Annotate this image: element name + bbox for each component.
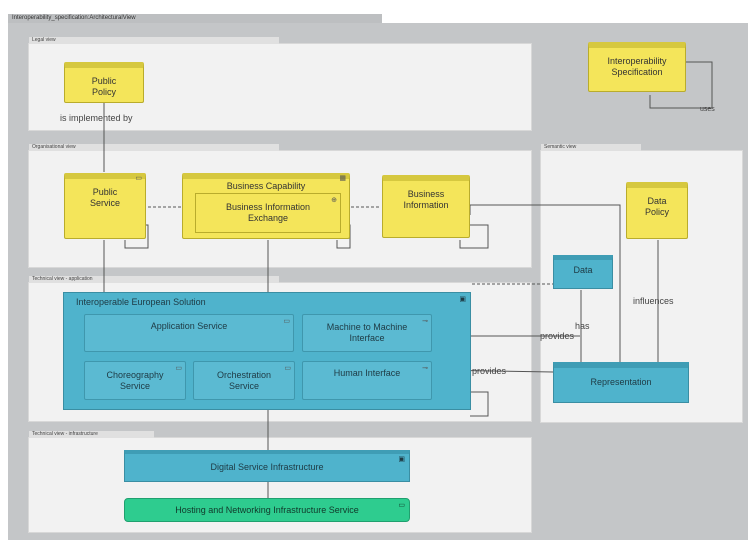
semantic-view-tab: Semantic view [541, 144, 641, 151]
node-icon: ▣ [398, 456, 405, 463]
public-policy-node[interactable]: Public Policy [64, 62, 144, 103]
public-service-node[interactable]: Public Service ▭ [64, 173, 146, 239]
is-implemented-by-label: is implemented by [60, 113, 133, 123]
organisational-view-tab: Organisational view [29, 144, 279, 151]
interface-icon: ⊸ [422, 318, 428, 325]
interoperability-specification-node[interactable]: Interoperability Specification [588, 42, 686, 92]
orchestration-service-node[interactable]: Orchestration Service ▭ [193, 361, 295, 400]
choreography-service-label: Choreography Service [106, 369, 164, 391]
business-capability-label: Business Capability [226, 181, 306, 191]
human-interface-icon: ⊸ [422, 365, 428, 372]
technical-application-view-tab: Technical view - application [29, 276, 279, 283]
window-title-tab[interactable]: Interoperability_specification:Architect… [8, 14, 382, 23]
self-relation-line [459, 224, 489, 249]
data-policy-node[interactable]: Data Policy [626, 182, 688, 239]
hosting-networking-service-label: Hosting and Networking Infrastructure Se… [175, 505, 359, 515]
business-information-exchange-label: Business Information Exchange [225, 202, 311, 223]
human-interface-label: Human Interface [333, 368, 401, 378]
service-icon: ▭ [135, 175, 142, 182]
machine-to-machine-interface-node[interactable]: Machine to Machine Interface ⊸ [302, 314, 432, 352]
influences-label: influences [633, 296, 674, 306]
data-node[interactable]: Data [553, 255, 613, 289]
human-interface-node[interactable]: Human Interface ⊸ [302, 361, 432, 400]
business-information-label: Business Information [403, 189, 449, 210]
hosting-networking-service-node[interactable]: Hosting and Networking Infrastructure Se… [124, 498, 410, 522]
representation-label: Representation [590, 377, 652, 387]
technical-infrastructure-view-tab: Technical view - infrastructure [29, 431, 154, 438]
orchestration-service-icon: ▭ [284, 365, 291, 372]
tech-service-icon: ▭ [398, 502, 405, 509]
application-service-node[interactable]: Application Service ▭ [84, 314, 294, 352]
digital-service-infrastructure-node[interactable]: Digital Service Infrastructure ▣ [124, 450, 410, 482]
capability-icon: ▦ [339, 175, 346, 182]
app-service-icon: ▭ [283, 318, 290, 325]
business-information-exchange-node[interactable]: Business Information Exchange ⊕ [195, 193, 341, 233]
public-service-label: Public Service [89, 187, 120, 208]
interoperability-specification-label: Interoperability Specification [607, 56, 667, 77]
machine-to-machine-interface-label: Machine to Machine Interface [326, 322, 408, 343]
component-icon: ▣ [459, 296, 466, 303]
data-policy-label: Data Policy [644, 196, 669, 217]
choreography-service-node[interactable]: Choreography Service ▭ [84, 361, 186, 400]
self-relation-line [649, 61, 713, 109]
provides-label-2: provides [472, 366, 507, 376]
choreography-service-icon: ▭ [175, 365, 182, 372]
self-relation-line [470, 391, 489, 417]
legal-view-tab: Legal view [29, 37, 279, 44]
application-service-label: Application Service [150, 321, 228, 331]
interaction-icon: ⊕ [331, 197, 337, 204]
public-policy-label: Public Policy [91, 76, 117, 97]
representation-node[interactable]: Representation [553, 362, 689, 403]
digital-service-infrastructure-label: Digital Service Infrastructure [210, 462, 324, 472]
data-label: Data [573, 265, 593, 275]
business-information-node[interactable]: Business Information [382, 175, 470, 238]
uses-label: uses [700, 106, 715, 113]
association-line [469, 204, 621, 362]
provides-label-1: provides [540, 331, 575, 341]
orchestration-service-label: Orchestration Service [216, 369, 272, 391]
has-label: has [575, 321, 590, 331]
interoperable-european-solution-label: Interoperable European Solution [76, 297, 206, 307]
